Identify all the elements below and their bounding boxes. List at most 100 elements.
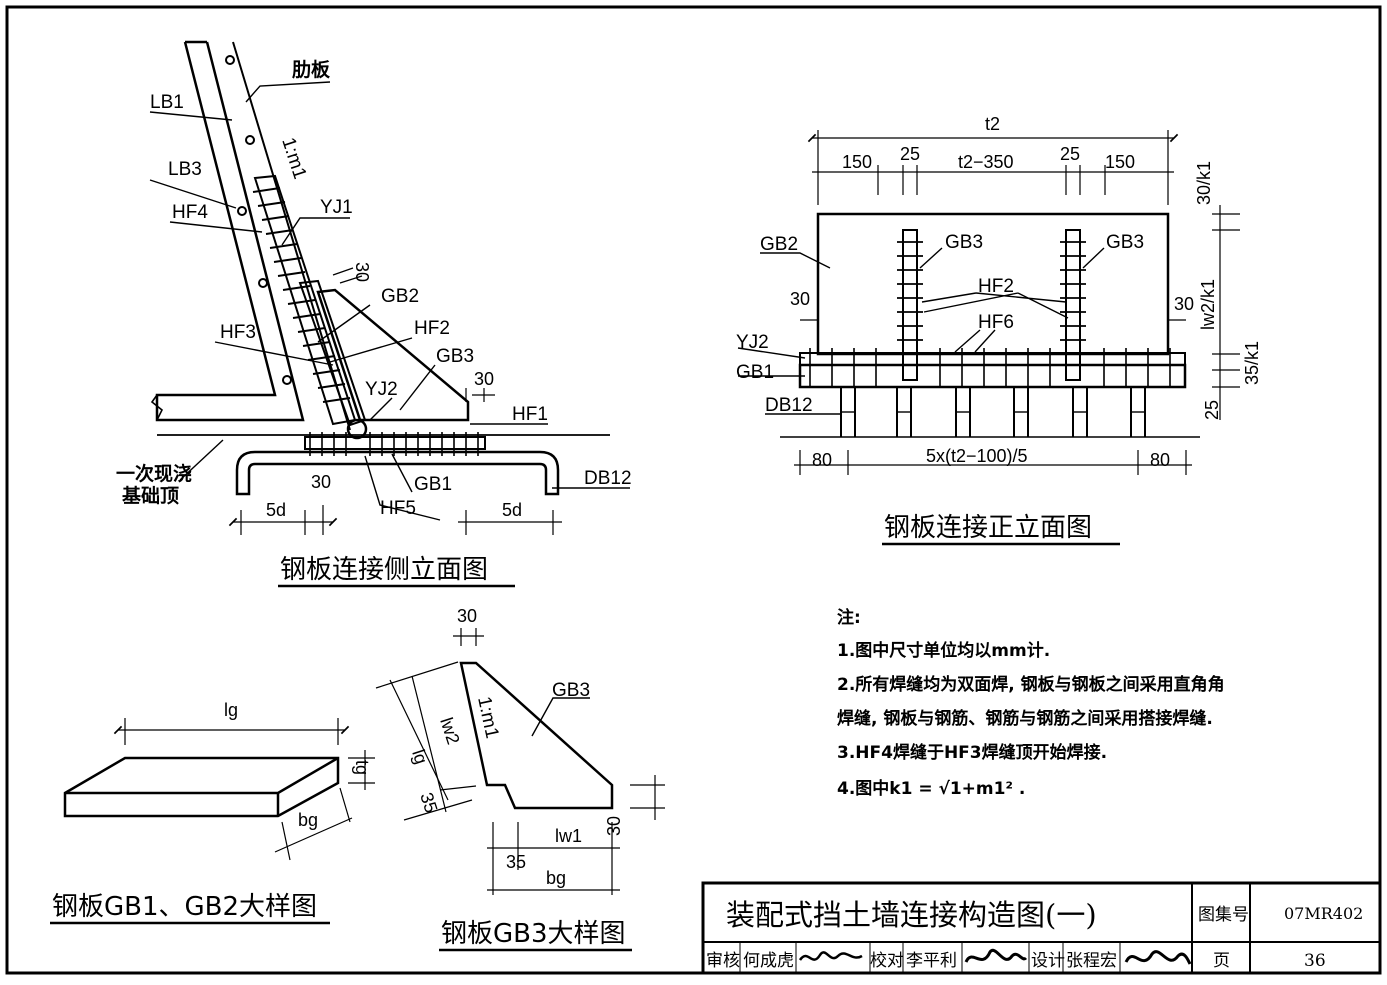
label-foundation-2: 基础顶: [121, 484, 179, 507]
caption-side-elevation: 钢板连接侧立面图: [280, 555, 488, 585]
reviewer-signature: [798, 951, 863, 961]
dim-spacing: 5x(t2−100)/5: [926, 446, 1028, 466]
caption-front-elevation: 钢板连接正立面图: [884, 513, 1092, 543]
gb3-left-column: [902, 229, 918, 381]
dim-80-right: 80: [1150, 450, 1170, 470]
label-db12-front: DB12: [765, 395, 813, 416]
dim-25-left: 25: [900, 144, 920, 164]
dim-lw1-gb3: lw1: [555, 826, 582, 846]
label-gb1: GB1: [414, 474, 452, 495]
designer-name: 张程宏: [1066, 951, 1117, 971]
gb1-plate-front: [798, 363, 1187, 389]
front-elevation-view: [780, 212, 1200, 438]
dim-30-top-gb3: 30: [457, 606, 477, 626]
note-item-5: 4.图中k1 = √1+m1² .: [837, 778, 1025, 799]
dim-tg: tg: [352, 760, 372, 775]
gb1-plate: [304, 436, 486, 450]
label-hf5: HF5: [380, 498, 416, 519]
dim-5d-left: 5d: [266, 500, 286, 520]
front-elevation-dims: [794, 130, 1240, 475]
dim-25-right: 25: [1060, 144, 1080, 164]
label-gb2: GB2: [381, 286, 419, 307]
reviewer-label: 审核: [706, 951, 740, 971]
dim-150-right: 150: [1105, 152, 1135, 172]
caption-gb3-detail: 钢板GB3大样图: [441, 919, 626, 949]
designer-label: 设计: [1031, 951, 1065, 971]
designer-signature: [1124, 950, 1192, 965]
atlas-label: 图集号: [1198, 905, 1249, 925]
label-lb1: LB1: [150, 92, 184, 113]
side-elevation-leaders: [149, 81, 630, 521]
gb3-column-ties: [897, 241, 1086, 341]
label-rib-plate: 肋板: [292, 58, 331, 81]
dim-150-left: 150: [842, 152, 872, 172]
label-slope-detail: 1:m1: [473, 695, 502, 741]
dim-bg-gb3: bg: [546, 868, 566, 888]
wall-bolt-holes: [225, 55, 292, 385]
dim-bg-gb1: bg: [298, 810, 318, 830]
dim-lw2-gb3: lw2: [436, 715, 463, 747]
gb3-detail-view: [459, 661, 614, 810]
dim-35-h-gb3: 35: [506, 852, 526, 872]
label-gb3-right: GB3: [1106, 232, 1144, 253]
gb3-plate: [316, 288, 470, 422]
note-item-3: 焊缝, 钢板与钢筋、钢筋与钢筋之间采用搭接焊缝.: [837, 708, 1213, 729]
checker-name: 李平利: [906, 951, 957, 971]
label-gb2-front: GB2: [760, 234, 798, 255]
db12-legs-front: [840, 387, 1146, 437]
gb3-detail-text: 30 GB3 1:m1 lw2 lg 35 lw1 35 bg 30 钢板GB3…: [408, 606, 632, 952]
label-hf2: HF2: [414, 318, 450, 339]
gb3-detail-dims: [375, 628, 665, 895]
title-block: [701, 881, 1382, 975]
label-db12: DB12: [584, 468, 632, 489]
gb3-detail-leaders: [531, 697, 590, 737]
label-hf3: HF3: [220, 322, 256, 343]
caption-gb1-gb2: 钢板GB1、GB2大样图: [52, 892, 317, 922]
rib-plate-line: [232, 41, 351, 431]
db12-bar: [235, 450, 560, 496]
gb1-gb2-detail-view: [63, 756, 340, 818]
dim-t2-350: t2−350: [958, 152, 1014, 172]
dim-lg-gb1: lg: [224, 700, 238, 720]
dim-25-v: 25: [1202, 400, 1222, 420]
side-elevation-text: 肋板 LB1 LB3 HF4 1:m1 YJ1 GB2 HF2 HF3 GB3 …: [116, 58, 632, 588]
dim-30-bottom: 30: [311, 472, 331, 492]
label-slope: 1:m1: [277, 135, 310, 182]
wall-panel: [155, 41, 305, 422]
note-item-2: 2.所有焊缝均为双面焊, 钢板与钢板之间采用直角角: [837, 674, 1225, 695]
gb3-right-column: [1065, 229, 1081, 381]
dim-30-right-front: 30: [1174, 294, 1194, 314]
dim-30-k1: 30/k1: [1194, 161, 1214, 205]
label-hf1: HF1: [512, 404, 548, 425]
notes-title: 注:: [837, 607, 861, 628]
label-foundation-1: 一次现浇: [116, 462, 192, 485]
gb1-gb2-detail-text: lg tg bg 钢板GB1、GB2大样图: [50, 700, 372, 925]
side-elevation-view: [150, 40, 610, 496]
note-item-1: 1.图中尺寸单位均以mm计.: [837, 640, 1050, 661]
front-weld-ticks: [809, 348, 1171, 386]
label-gb3-left: GB3: [945, 232, 983, 253]
front-elevation-leaders: [737, 247, 1105, 415]
dim-t2: t2: [985, 114, 1000, 134]
label-hf4: HF4: [172, 202, 208, 223]
checker-label: 校对: [870, 951, 904, 971]
title-block-text: 装配式挡土墙连接构造图(一) 图集号 07MR402 审核 何成虎 校对 李平利…: [706, 898, 1363, 971]
drawing-title: 装配式挡土墙连接构造图(一): [726, 898, 1097, 932]
yj1-rebar-ties: [252, 187, 351, 403]
dim-30-right-gb3: 30: [604, 816, 624, 836]
dim-30-left: 30: [790, 289, 810, 309]
label-gb3: GB3: [436, 346, 474, 367]
label-yj2: YJ2: [365, 379, 398, 400]
checker-signature: [964, 948, 1028, 963]
page-label: 页: [1213, 951, 1230, 971]
front-elevation-text: t2 150 25 t2−350 25 150 30/k1 lw2/k1 35/…: [736, 114, 1262, 546]
label-hf2-front: HF2: [978, 276, 1014, 297]
dim-5d-right: 5d: [502, 500, 522, 520]
sheet-border: [5, 5, 1382, 975]
dim-35-k1: 35/k1: [1242, 341, 1262, 385]
dim-30-right: 30: [474, 369, 494, 389]
notes-block: 注: 1.图中尺寸单位均以mm计. 2.所有焊缝均为双面焊, 钢板与钢板之间采用…: [837, 607, 1225, 799]
dim-80-left: 80: [812, 450, 832, 470]
dim-lg-gb3: lg: [408, 747, 431, 767]
